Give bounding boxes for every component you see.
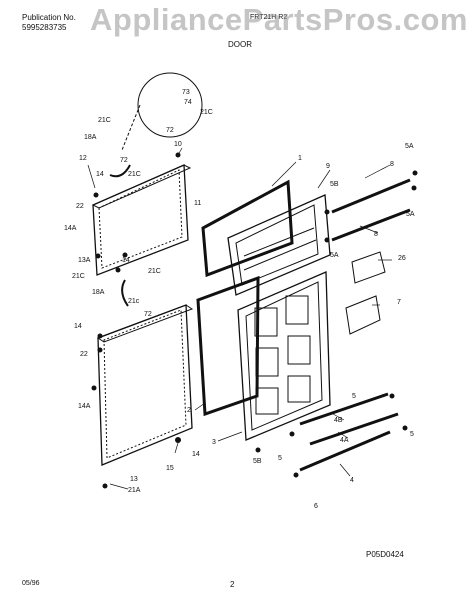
- callout-15: 15: [166, 465, 174, 472]
- callout-72-circle: 72: [166, 127, 174, 134]
- callout-74: 74: [184, 99, 192, 106]
- callout-14-mid: 14: [122, 257, 130, 264]
- callout-4: 4: [350, 477, 354, 484]
- footer-date: 05/96: [22, 580, 40, 587]
- callout-2: 2: [187, 407, 191, 414]
- callout-21a: 21A: [128, 487, 141, 494]
- door-rail-upper: [331, 178, 411, 214]
- door-rack-1: [299, 392, 389, 426]
- callout-73: 73: [182, 89, 190, 96]
- callout-14a-upper: 14A: [64, 225, 77, 232]
- callout-8-top: 8: [390, 161, 394, 168]
- callout-14-bottom: 14: [192, 451, 200, 458]
- fresh-food-door-panel: [96, 304, 194, 466]
- callout-18a-upper: 18A: [84, 134, 97, 141]
- callout-22-lower: 22: [80, 351, 88, 358]
- callout-72-upper: 72: [120, 157, 128, 164]
- callout-3: 3: [212, 439, 216, 446]
- callout-21c-lower: 21c: [128, 298, 140, 305]
- callout-22-upper: 22: [76, 203, 84, 210]
- callout-13a: 13A: [78, 257, 91, 264]
- callout-10: 10: [174, 141, 182, 148]
- callout-21c-circle: 21C: [200, 109, 213, 116]
- callout-7: 7: [397, 299, 401, 306]
- watermark: AppliancePartsPros.com: [90, 2, 468, 37]
- callout-11: 11: [194, 200, 201, 207]
- page-number: 2: [230, 580, 235, 589]
- callout-6: 6: [314, 503, 318, 510]
- callout-4a: 4A: [340, 437, 349, 444]
- callout-5-bottom: 5: [278, 455, 282, 462]
- publication-label: Publication No.: [22, 13, 76, 22]
- freezer-door-gasket: [201, 179, 294, 278]
- fresh-food-door-liner: [237, 271, 331, 441]
- door-rack-2: [309, 412, 399, 446]
- callout-5-top: 5: [352, 393, 356, 400]
- freezer-door-panel: [91, 164, 192, 276]
- callout-5a-right: 5A: [406, 211, 415, 218]
- callout-21c-right: 21C: [148, 268, 161, 275]
- fresh-food-door-gasket: [196, 275, 260, 417]
- callout-21c-top: 21C: [98, 117, 111, 124]
- callout-12: 12: [79, 155, 87, 162]
- freezer-door-liner: [227, 194, 331, 296]
- callout-9: 9: [326, 163, 330, 170]
- callout-72-lower: 72: [144, 311, 152, 318]
- callout-14a-lower: 14A: [78, 403, 91, 410]
- egg-bin: [345, 295, 381, 335]
- callout-18a-lower: 18A: [92, 289, 105, 296]
- callout-14-left: 14: [74, 323, 82, 330]
- hinge-detail-circle: [137, 72, 203, 138]
- callout-13: 13: [130, 476, 138, 483]
- callout-1: 1: [298, 155, 302, 162]
- callout-5b-bottom: 5B: [253, 458, 262, 465]
- callout-5b-top: 5B: [330, 181, 339, 188]
- callout-5a-top: 5A: [405, 143, 414, 150]
- dairy-bin: [351, 251, 386, 284]
- publication-number: 5995283735: [22, 23, 67, 32]
- callout-8-bottom: 8: [374, 231, 378, 238]
- door-rack-3: [299, 430, 391, 472]
- callout-5a-left: 5A: [330, 252, 339, 259]
- callout-4b: 4B: [334, 417, 343, 424]
- callout-5-right: 5: [410, 431, 414, 438]
- callout-14-upper: 14: [96, 171, 104, 178]
- diagram-code: P05D0424: [366, 550, 404, 559]
- callout-26: 26: [398, 255, 406, 262]
- model-number: FRT21H R2: [250, 14, 288, 21]
- section-title: DOOR: [228, 40, 252, 49]
- callout-21c-mid: 21C: [128, 171, 141, 178]
- door-rail-lower: [331, 208, 411, 242]
- callout-21c-left: 21C: [72, 273, 85, 280]
